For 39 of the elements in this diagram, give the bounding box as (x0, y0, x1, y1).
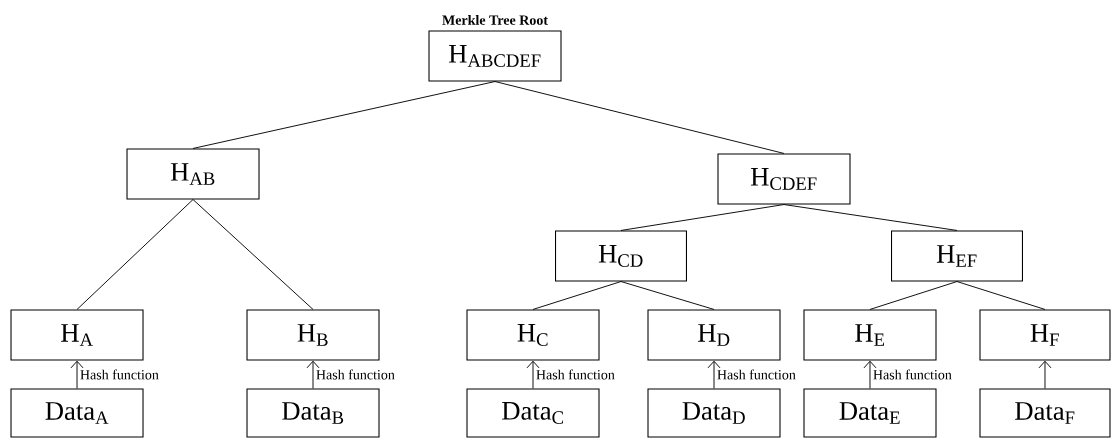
edge-label: Hash function (316, 369, 395, 380)
hash-box: H$_{A}$ (10, 309, 144, 361)
hash-box: H$_{B}$ (246, 309, 380, 361)
data-box: Data$_{D}$ (647, 388, 781, 438)
connector-line (620, 281, 715, 310)
hash-box: H$_{D}$ (647, 309, 781, 361)
hash-box: H$_{F}$ (979, 309, 1111, 361)
hash-box: H$_{C}$ (466, 309, 600, 361)
arrow (863, 360, 877, 389)
arrow (1038, 360, 1052, 389)
data-box: Data$_{B}$ (246, 388, 380, 438)
edge-label: Hash function (717, 369, 796, 380)
hash-box: H$_{EF}$ (891, 230, 1023, 282)
data-box: Data$_{A}$ (10, 388, 144, 438)
connector-line (532, 281, 622, 310)
data-box: Data$_{C}$ (466, 388, 600, 438)
arrow (70, 360, 84, 389)
hash-box: H$_{CDEF}$ (717, 153, 851, 205)
connector-line (620, 204, 785, 231)
data-box: Data$_{E}$ (803, 388, 937, 438)
hash-box: H$_{AB}$ (126, 148, 260, 200)
connector-line (192, 81, 496, 149)
connector-line (494, 81, 785, 154)
arrow (526, 360, 540, 389)
connector-line (956, 281, 1046, 310)
data-box: Data$_{F}$ (979, 388, 1111, 438)
connector-line (869, 281, 958, 310)
connector-line (783, 204, 958, 231)
root-hash-box: H$_{ABCDEF}$ (428, 30, 562, 82)
edge-label: Hash function (536, 369, 615, 380)
heading: Merkle Tree Root (442, 15, 548, 25)
connector-line (192, 199, 314, 310)
hash-box: H$_{E}$ (803, 309, 937, 361)
hash-box: H$_{CD}$ (555, 230, 687, 282)
edge-label: Hash function (873, 369, 952, 380)
arrow (707, 360, 721, 389)
edge-label: Hash function (80, 369, 159, 380)
arrow (306, 360, 320, 389)
connector-line (76, 199, 194, 310)
